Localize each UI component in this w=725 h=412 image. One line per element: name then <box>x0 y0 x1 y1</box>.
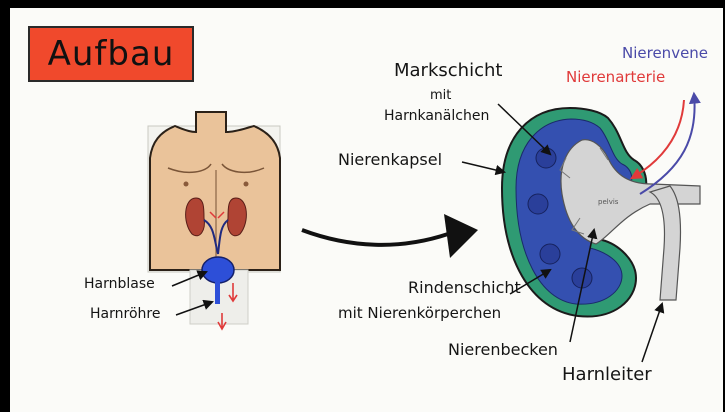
label-harnroehre: Harnröhre <box>90 306 160 322</box>
label-nierenvene: Nierenvene <box>622 44 708 62</box>
label-pelvis: pelvis <box>598 198 618 206</box>
label-nierenbecken: Nierenbecken <box>448 340 558 359</box>
pointer-nierenkapsel <box>462 162 504 172</box>
pointer-harnleiter <box>642 304 662 362</box>
label-markschicht-mit: mit <box>430 88 451 103</box>
kidney-crosssection <box>502 108 700 317</box>
slide-canvas: Aufbau <box>10 8 723 412</box>
bladder-icon <box>202 257 234 283</box>
vein-arrow-icon <box>640 94 695 194</box>
label-nierenkapsel: Nierenkapsel <box>338 150 442 169</box>
torso-figure <box>148 112 280 329</box>
big-arrow-icon <box>302 230 448 245</box>
label-harnleiter: Harnleiter <box>562 364 652 385</box>
label-nierenarterie: Nierenarterie <box>566 68 665 86</box>
label-rindenschicht: Rindenschicht <box>408 278 521 297</box>
label-harnblase: Harnblase <box>84 276 155 292</box>
label-harnkanaelchen: Harnkanälchen <box>384 108 489 124</box>
label-mit-nierenkoerperchen: mit Nierenkörperchen <box>338 304 501 322</box>
label-markschicht: Markschicht <box>394 60 502 81</box>
